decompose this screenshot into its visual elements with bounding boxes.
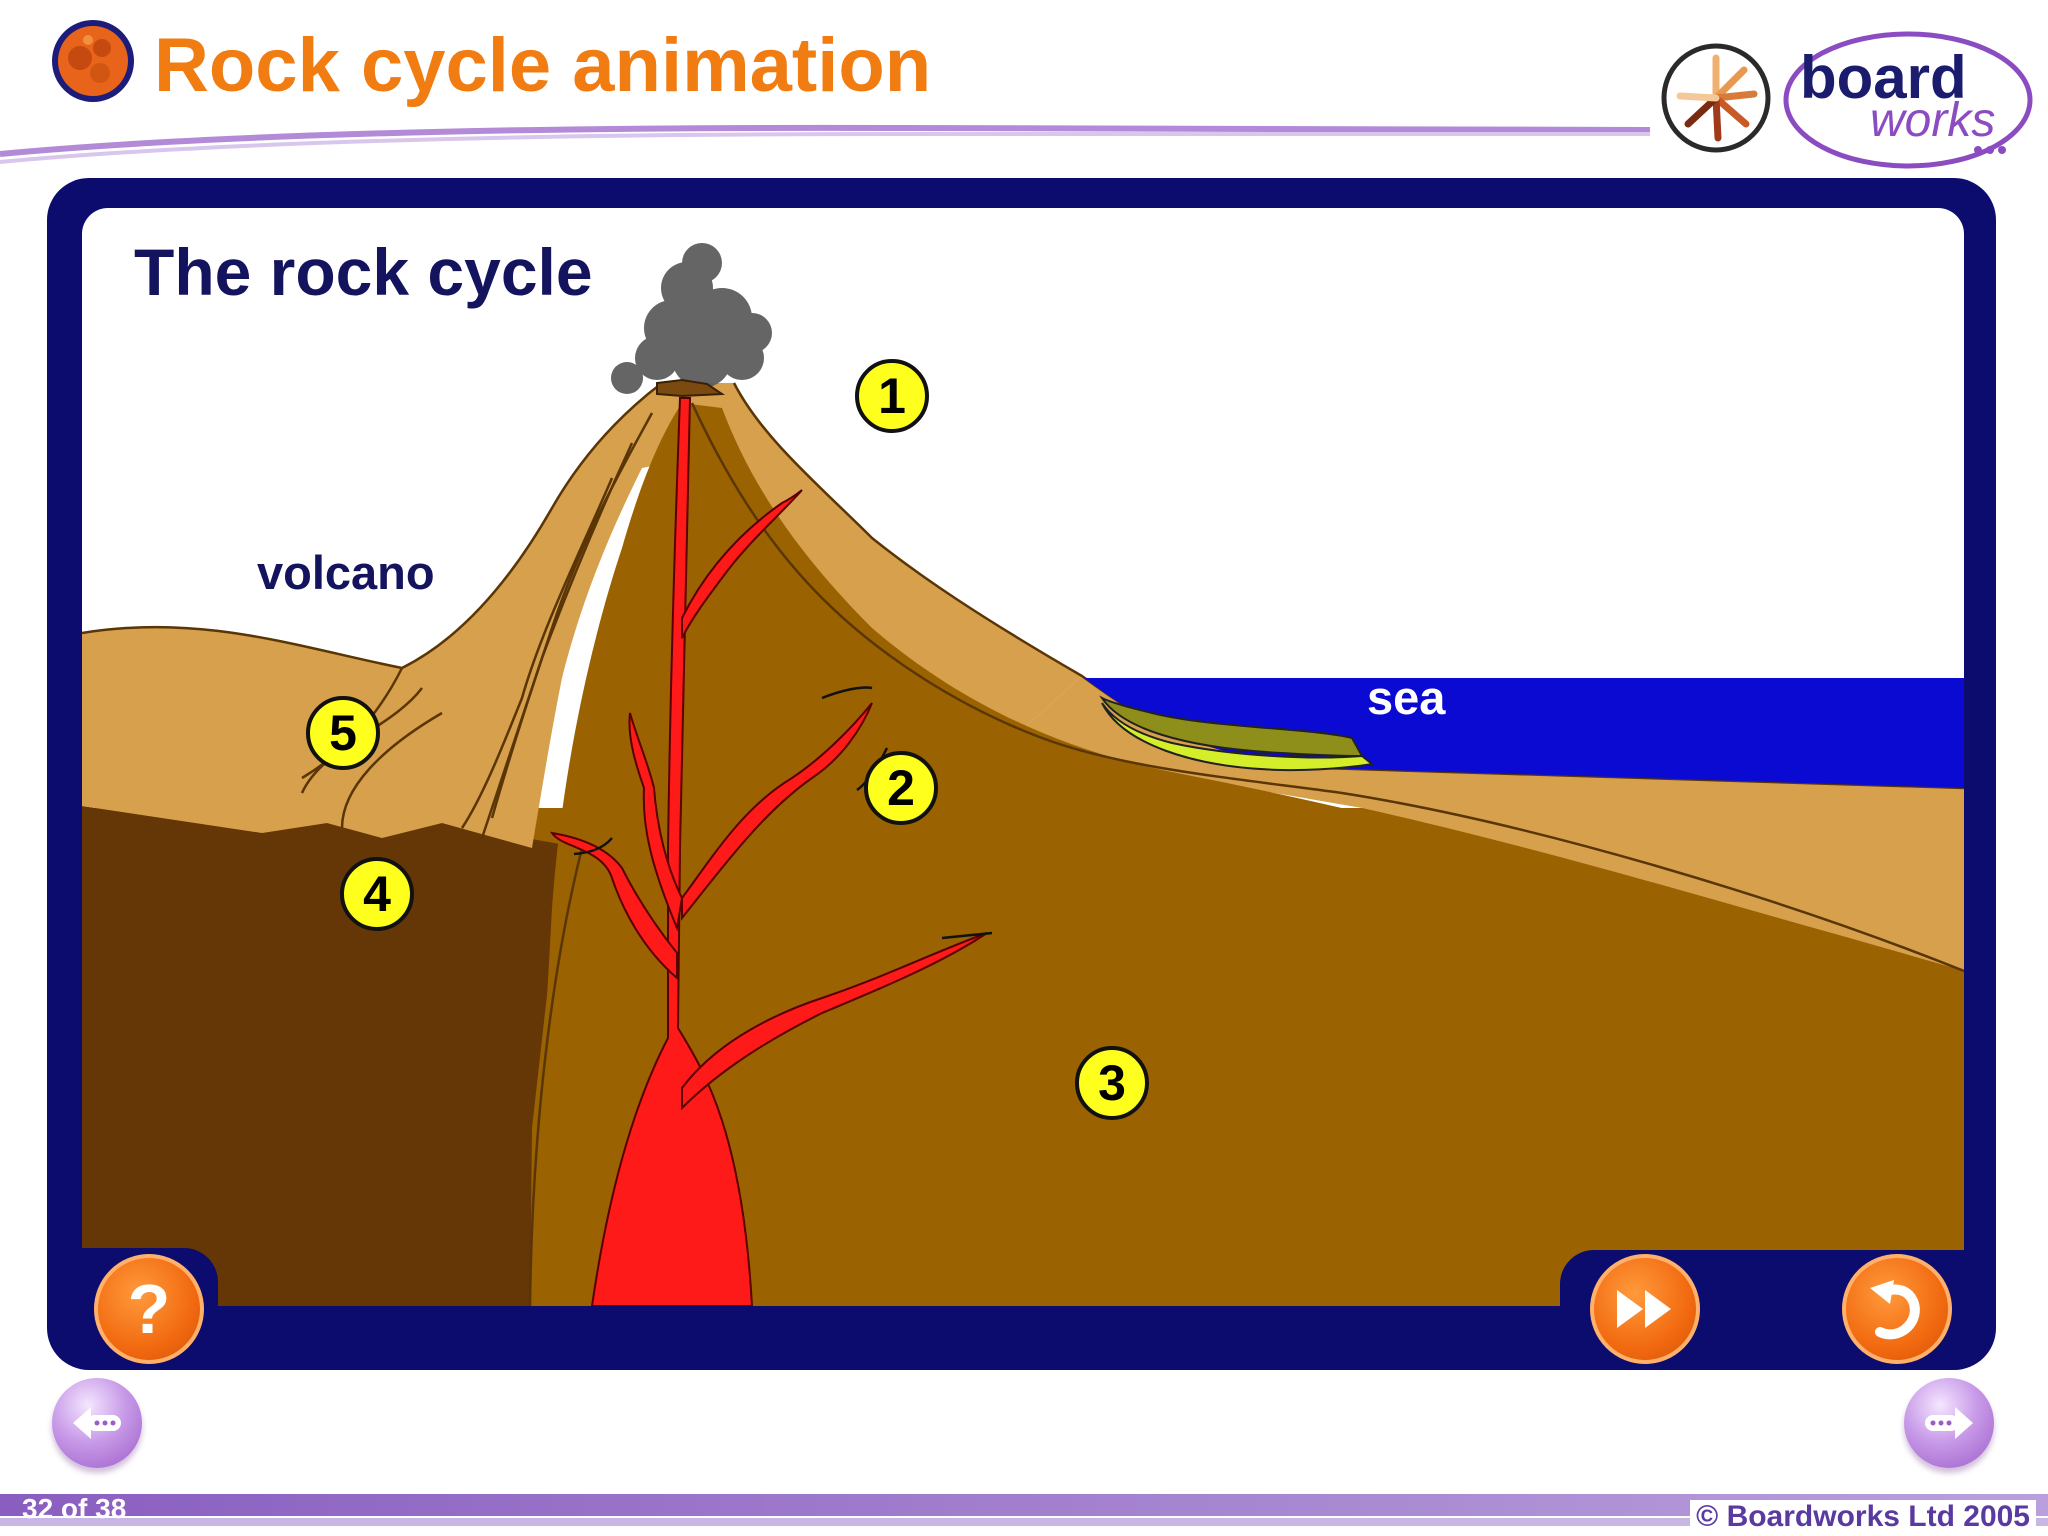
marker-4-button[interactable]: 4 [340,857,414,931]
sea-label: sea [1367,671,1446,724]
next-slide-button[interactable] [1904,1378,1994,1468]
svg-text:board: board [1800,44,1967,111]
help-button[interactable]: ? [94,1254,204,1364]
previous-slide-button[interactable] [52,1378,142,1468]
right-arrow-icon [1925,1407,1973,1439]
marker-2-button[interactable]: 2 [864,751,938,825]
header-divider [0,124,1650,164]
left-arrow-icon [73,1407,121,1439]
fast-forward-button[interactable] [1590,1254,1700,1364]
fast-forward-icon [1617,1290,1671,1328]
marker-5-button[interactable]: 5 [306,696,380,770]
svg-text:works: works [1870,94,1995,147]
slide-header: Rock cycle animation board works [0,0,2048,175]
ash-cloud [611,243,772,394]
scene-title: The rock cycle [134,235,593,309]
question-icon: ? [127,1270,171,1348]
footer-bar [0,1494,2048,1516]
replay-button[interactable] [1842,1254,1952,1364]
magma [549,397,988,1306]
boardworks-logo: board works [1661,31,2033,169]
rock-cycle-scene: The rock cycle volcano sea 1 2 3 4 5 [82,208,1964,1306]
volcano-interior [530,403,1964,1306]
volcano-cross-section [82,243,1964,1306]
replay-icon [1870,1280,1920,1340]
rock-globe-icon [52,20,134,102]
metamorphic-rock [82,806,582,1306]
marker-3-button[interactable]: 3 [1075,1046,1149,1120]
slide-counter: 32 of 38 [22,1493,127,1524]
footer-stripe [0,1518,2048,1526]
volcano-label: volcano [257,546,435,599]
crater [656,378,726,398]
sea-sediment-light [1101,702,1375,772]
copyright-notice: © Boardworks Ltd 2005 [1690,1500,2036,1534]
slide-title: Rock cycle animation [154,23,932,108]
marker-1-button[interactable]: 1 [855,359,929,433]
sedimentary-layer [1002,676,1964,971]
